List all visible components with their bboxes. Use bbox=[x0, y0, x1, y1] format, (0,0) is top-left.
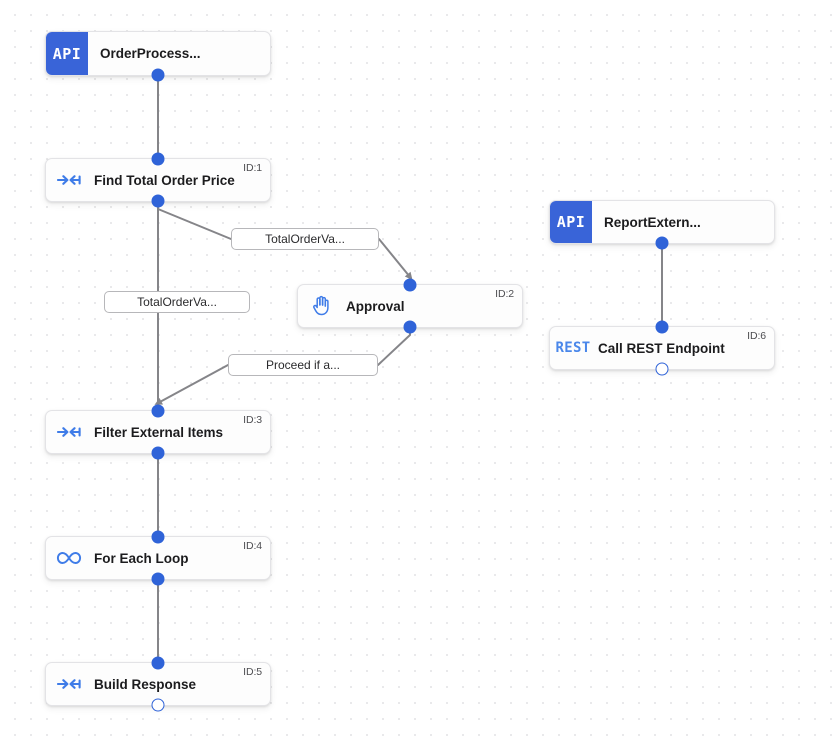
transform-arrows-icon bbox=[57, 427, 81, 437]
node-build_response[interactable]: Build Response ID:5 bbox=[45, 656, 271, 712]
node-report_extern[interactable]: API ReportExtern... bbox=[549, 200, 775, 250]
transform-arrows-icon bbox=[57, 175, 81, 185]
node-inner: Filter External Items bbox=[46, 411, 270, 453]
node-id-label: ID:3 bbox=[243, 414, 262, 426]
node-for_each_loop[interactable]: For Each Loop ID:4 bbox=[45, 530, 271, 586]
icon-slot bbox=[46, 170, 92, 190]
port-bottom-filter_external_items[interactable] bbox=[151, 446, 165, 460]
node-title: Build Response bbox=[94, 676, 197, 692]
node-id-label: ID:6 bbox=[747, 330, 766, 342]
node-id-label: ID:5 bbox=[243, 666, 262, 678]
api-badge-icon: API bbox=[46, 32, 88, 75]
node-inner: Find Total Order Price bbox=[46, 159, 270, 201]
node-filter_external_items[interactable]: Filter External Items ID:3 bbox=[45, 404, 271, 460]
port-top-approval[interactable] bbox=[403, 278, 417, 292]
edge-label-text: TotalOrderVa... bbox=[137, 295, 217, 309]
node-id-label: ID:2 bbox=[495, 288, 514, 300]
port-bottom-report_extern[interactable] bbox=[655, 236, 669, 250]
icon-slot bbox=[46, 549, 92, 567]
node-title: Call REST Endpoint bbox=[598, 340, 725, 356]
transform-arrows-icon bbox=[57, 679, 81, 689]
edge-label-label_total_order_a[interactable]: TotalOrderVa... bbox=[231, 228, 379, 250]
node-inner: API OrderProcess... bbox=[46, 32, 270, 75]
node-title: Filter External Items bbox=[94, 424, 224, 440]
node-inner: API ReportExtern... bbox=[550, 201, 774, 243]
node-inner: Build Response bbox=[46, 663, 270, 705]
port-bottom-for_each_loop[interactable] bbox=[151, 572, 165, 586]
node-inner: Approval bbox=[298, 285, 522, 327]
port-bottom-find_total_order_price[interactable] bbox=[151, 194, 165, 208]
port-top-filter_external_items[interactable] bbox=[151, 404, 165, 418]
node-title: ReportExtern... bbox=[604, 214, 701, 230]
port-top-call_rest_endpoint[interactable] bbox=[655, 320, 669, 334]
edge-label-label_total_order_b[interactable]: TotalOrderVa... bbox=[104, 291, 250, 313]
node-title: Find Total Order Price bbox=[94, 172, 235, 188]
port-top-build_response[interactable] bbox=[151, 656, 165, 670]
edge-label-text: Proceed if a... bbox=[265, 358, 341, 372]
rest-word-icon: REST bbox=[555, 340, 591, 356]
port-bottom-build_response[interactable] bbox=[151, 698, 165, 712]
node-inner: For Each Loop bbox=[46, 537, 270, 579]
icon-slot bbox=[298, 295, 344, 317]
node-title: For Each Loop bbox=[94, 550, 189, 566]
infinity-loop-icon bbox=[56, 552, 82, 564]
port-bottom-approval[interactable] bbox=[403, 320, 417, 334]
node-id-label: ID:1 bbox=[243, 162, 262, 174]
edge-label-text: TotalOrderVa... bbox=[265, 232, 345, 246]
hand-approval-icon bbox=[313, 295, 329, 316]
icon-slot: REST bbox=[550, 340, 596, 356]
edge-label-label_proceed_if[interactable]: Proceed if a... bbox=[228, 354, 378, 376]
icon-slot bbox=[46, 422, 92, 442]
node-approval[interactable]: Approval ID:2 bbox=[297, 278, 523, 334]
port-bottom-order_process[interactable] bbox=[151, 68, 165, 82]
node-id-label: ID:4 bbox=[243, 540, 262, 552]
node-find_total_order_price[interactable]: Find Total Order Price ID:1 bbox=[45, 152, 271, 208]
node-inner: REST Call REST Endpoint bbox=[550, 327, 774, 369]
api-badge-icon: API bbox=[550, 201, 592, 243]
port-bottom-call_rest_endpoint[interactable] bbox=[655, 362, 669, 376]
port-top-for_each_loop[interactable] bbox=[151, 530, 165, 544]
node-title: OrderProcess... bbox=[100, 46, 201, 61]
node-call_rest_endpoint[interactable]: REST Call REST Endpoint ID:6 bbox=[549, 320, 775, 376]
node-order_process[interactable]: API OrderProcess... bbox=[45, 31, 271, 82]
node-title: Approval bbox=[346, 298, 405, 314]
port-top-find_total_order_price[interactable] bbox=[151, 152, 165, 166]
icon-slot bbox=[46, 674, 92, 694]
